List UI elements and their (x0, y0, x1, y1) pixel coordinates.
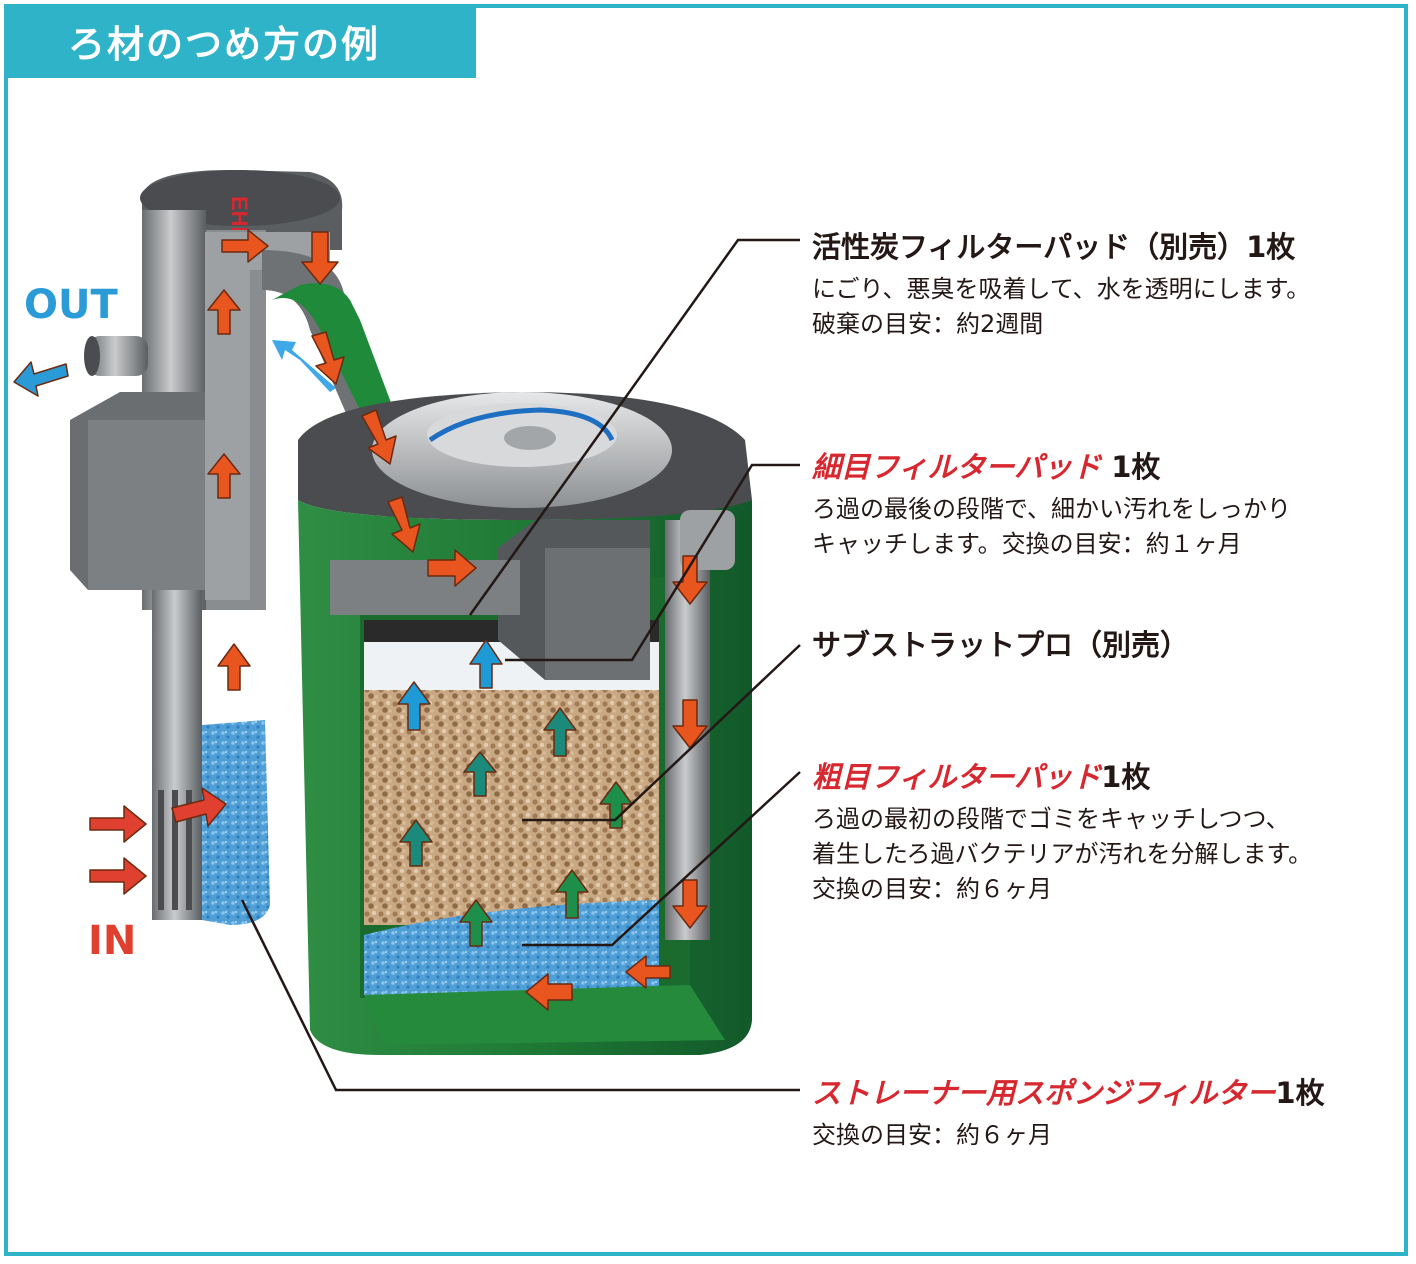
desc-line: 交換の目安：約６ヶ月 (812, 875, 1052, 903)
flow-arrow (672, 879, 708, 929)
label-fine-title: 細目フィルターパッド 1枚 (812, 444, 1291, 486)
label-carbon-title: 活性炭フィルターパッド（別売）1枚 (812, 230, 1296, 264)
leader-substrat (522, 644, 801, 822)
desc-line: キャッチします。交換の目安：約１ヶ月 (812, 530, 1242, 558)
label-strainer-title: ストレーナー用スポンジフィルター1枚 (812, 1070, 1325, 1112)
flow-arrow (207, 453, 241, 499)
flow-arrows (13, 229, 708, 1011)
desc-line: ろ過の最後の段階で、細かい汚れをしっかり (812, 495, 1292, 523)
label-carbon-pad: 活性炭フィルターパッド（別売）1枚 にごり、悪臭を吸着して、水を透明にします。 … (812, 224, 1310, 342)
leader-fine (505, 463, 800, 662)
label-carbon-desc: にごり、悪臭を吸着して、水を透明にします。 破棄の目安：約2週間 (812, 272, 1310, 342)
title-red-part: 粗目フィルターパッド (812, 760, 1102, 794)
flow-arrow (387, 496, 421, 553)
label-strainer-desc: 交換の目安：約６ヶ月 (812, 1118, 1325, 1153)
label-strainer-sponge: ストレーナー用スポンジフィルター1枚 交換の目安：約６ヶ月 (812, 1070, 1325, 1153)
flow-arrow (543, 707, 577, 757)
flow-arrow (311, 331, 345, 385)
pump-head: EHEIM (70, 170, 470, 925)
label-coarse-title: 粗目フィルターパッド1枚 (812, 754, 1312, 796)
desc-line: 交換の目安：約６ヶ月 (812, 1121, 1052, 1149)
flow-arrow (463, 751, 497, 797)
flow-arrow (525, 973, 573, 1011)
in-arrow (89, 857, 147, 895)
desc-line: 破棄の目安：約2週間 (812, 310, 1044, 338)
label-coarse-pad: 粗目フィルターパッド1枚 ろ過の最初の段階でゴミをキャッチしつつ、 着生したろ過… (812, 754, 1312, 907)
title-red-part: ストレーナー用スポンジフィルター (812, 1076, 1276, 1110)
flow-arrow (672, 699, 708, 749)
flow-arrow (555, 869, 589, 919)
flow-arrow (397, 681, 431, 731)
flow-arrow (399, 819, 433, 867)
label-substrat: サブストラットプロ（別売） (812, 622, 1189, 664)
out-label: OUT (24, 282, 118, 328)
flow-arrow (625, 955, 671, 989)
out-arrow (13, 361, 69, 397)
flow-arrow (427, 549, 477, 587)
flow-arrow (599, 781, 633, 829)
label-coarse-desc: ろ過の最初の段階でゴミをキャッチしつつ、 着生したろ過バクテリアが汚れを分解しま… (812, 802, 1312, 907)
leader-carbon (468, 238, 800, 616)
page-title: ろ材のつめ方の例 (4, 4, 476, 78)
title-count: 1枚 (1101, 450, 1161, 484)
flow-arrow (301, 231, 339, 285)
desc-line: にごり、悪臭を吸着して、水を透明にします。 (812, 275, 1311, 303)
flow-arrow (459, 899, 493, 947)
leader-lines (240, 238, 801, 1092)
canister (298, 392, 752, 1055)
title-count: 1枚 (1275, 1076, 1325, 1110)
desc-line: 着生したろ過バクテリアが汚れを分解します。 (812, 840, 1313, 868)
label-fine-pad: 細目フィルターパッド 1枚 ろ過の最後の段階で、細かい汚れをしっかり キャッチし… (812, 444, 1291, 562)
leader-coarse (522, 771, 801, 947)
flow-arrow (217, 643, 251, 691)
label-substrat-title: サブストラットプロ（別売） (812, 628, 1190, 662)
label-fine-desc: ろ過の最後の段階で、細かい汚れをしっかり キャッチします。交換の目安：約１ヶ月 (812, 492, 1291, 562)
leader-strainer (240, 899, 800, 1092)
in-label: IN (88, 918, 137, 964)
in-arrow (171, 787, 227, 827)
flow-arrow (221, 229, 269, 263)
flow-arrow (361, 409, 397, 465)
title-count: 1枚 (1101, 760, 1151, 794)
flow-arrow (272, 340, 336, 392)
title-red-part: 細目フィルターパッド (812, 450, 1102, 484)
flow-arrow (469, 639, 503, 689)
flow-arrow (207, 289, 241, 335)
in-arrow (89, 805, 147, 843)
desc-line: ろ過の最初の段階でゴミをキャッチしつつ、 (812, 805, 1290, 833)
